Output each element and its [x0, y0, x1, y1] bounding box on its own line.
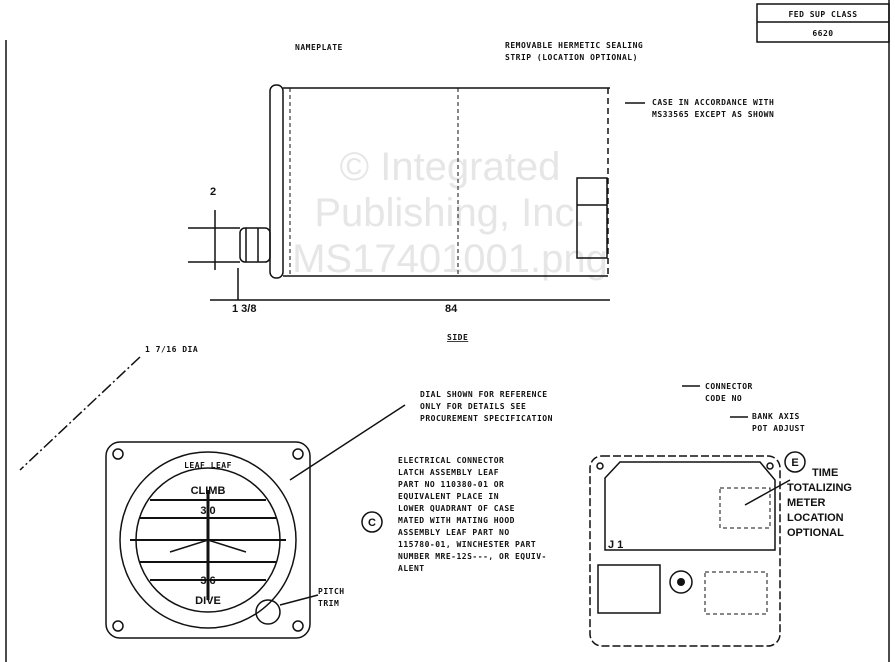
- pitch-trim-knob[interactable]: [255, 599, 281, 625]
- dial-scale: LEAF LEAF: [184, 461, 232, 470]
- meter-note-line: LOCATION: [787, 512, 844, 524]
- watermark-line: © Integrated: [340, 145, 561, 189]
- watermark: © Integrated Publishing, Inc. MS17401001…: [292, 145, 608, 281]
- connector-knob: [239, 227, 271, 263]
- dim-length: 84: [445, 303, 458, 315]
- pot-adjust-label: POT ADJUST: [752, 424, 805, 433]
- nameplate-label: NAMEPLATE: [295, 43, 343, 52]
- title-block-label: FED SUP CLASS: [788, 10, 857, 19]
- note-line: ELECTRICAL CONNECTOR: [398, 456, 504, 465]
- case-label: CASE IN ACCORDANCE WITH: [652, 98, 774, 107]
- dim-height: 2: [210, 186, 216, 198]
- dial-bezel: [119, 451, 297, 629]
- dial-note: DIAL SHOWN FOR REFERENCE: [420, 390, 548, 399]
- front-view: 1 7/16 DIA DIAL SHOWN FOR REFERENCE ONLY…: [19, 345, 553, 639]
- note-line: ASSEMBLY LEAF PART NO: [398, 528, 510, 537]
- side-view: NAMEPLATE REMOVABLE HERMETIC SEALING STR…: [188, 41, 774, 342]
- strip-label: REMOVABLE HERMETIC SEALING: [505, 41, 643, 50]
- rear-view: CONNECTOR CODE NO BANK AXIS POT ADJUST J…: [589, 382, 852, 647]
- dim-connector: 1 3/8: [232, 303, 256, 315]
- meter-note-line: OPTIONAL: [787, 527, 844, 539]
- rear-panel-slot: [704, 571, 768, 615]
- watermark-line: MS17401001.png: [292, 237, 608, 281]
- watermark-line: Publishing, Inc.: [314, 191, 585, 235]
- meter-note-line: METER: [787, 497, 826, 509]
- connector-code-label: CONNECTOR: [705, 382, 753, 391]
- strip-label: STRIP (LOCATION OPTIONAL): [505, 53, 638, 62]
- dial-note: PROCUREMENT SPECIFICATION: [420, 414, 553, 423]
- pitch-trim-label: TRIM: [318, 599, 339, 608]
- dial-dive: DIVE: [195, 595, 221, 607]
- note-line: MATED WITH MATING HOOD: [398, 516, 515, 525]
- meter-note-line: TOTALIZING: [787, 482, 852, 494]
- note-marker-c: C: [368, 517, 376, 529]
- nameplate-bar: [269, 84, 284, 279]
- meter-location: [719, 487, 771, 529]
- pot-adjust-label: BANK AXIS: [752, 412, 800, 421]
- case-label: MS33565 EXCEPT AS SHOWN: [652, 110, 774, 119]
- side-connector: [576, 177, 608, 259]
- side-view-label: SIDE: [447, 333, 468, 342]
- title-block: FED SUP CLASS 6620: [756, 3, 890, 43]
- note-line: NUMBER MRE-12S---, OR EQUIV-: [398, 552, 547, 561]
- connector-code-label: CODE NO: [705, 394, 742, 403]
- note-line: LATCH ASSEMBLY LEAF: [398, 468, 499, 477]
- pot-adjust-screw[interactable]: [669, 570, 693, 594]
- aircraft-symbol: [169, 539, 247, 553]
- connector-note: C ELECTRICAL CONNECTOR LATCH ASSEMBLY LE…: [361, 456, 547, 573]
- instrument-case-front: [105, 441, 311, 639]
- rear-connector: [597, 564, 661, 614]
- note-line: EQUIVALENT PLACE IN: [398, 492, 499, 501]
- title-block-class: 6620: [812, 29, 833, 38]
- dia-label: 1 7/16 DIA: [145, 345, 198, 354]
- meter-note-line: TIME: [812, 467, 838, 479]
- pitch-trim-label: PITCH: [318, 587, 345, 596]
- note-marker-e: E: [791, 457, 798, 469]
- jack-label: J 1: [608, 539, 623, 551]
- note-line: LOWER QUADRANT OF CASE: [398, 504, 515, 513]
- note-line: 115780-01, WINCHESTER PART: [398, 540, 536, 549]
- note-line: PART NO 110380-01 OR: [398, 480, 504, 489]
- note-line: ALENT: [398, 564, 425, 573]
- instrument-case-rear: [589, 455, 781, 647]
- dial-note: ONLY FOR DETAILS SEE: [420, 402, 526, 411]
